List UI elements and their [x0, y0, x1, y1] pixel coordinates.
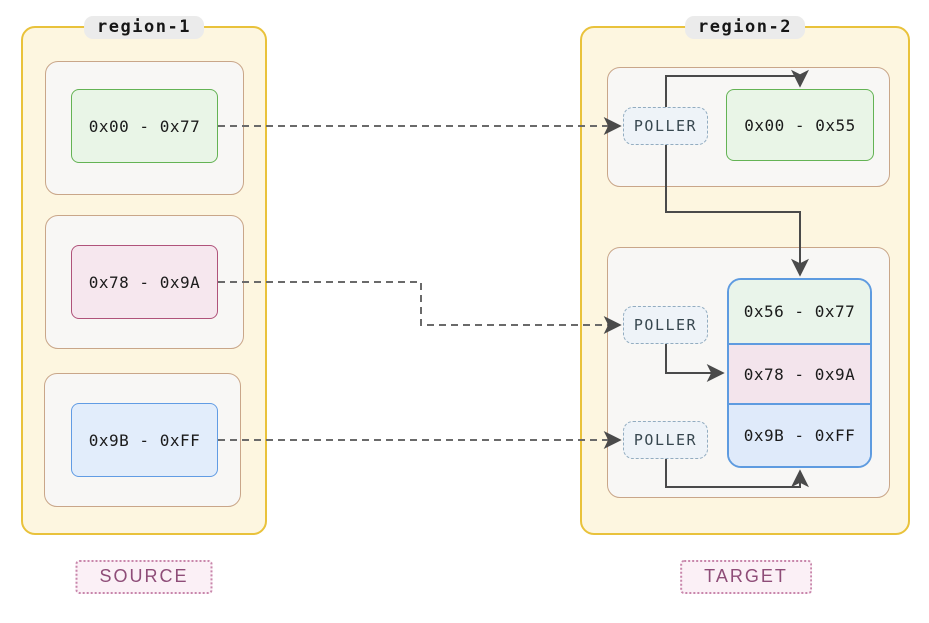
- dashed-arrow-block2-to-poller2: [218, 281, 622, 334]
- poller-node-3: POLLER: [623, 421, 708, 459]
- source-range-block-3: 0x9B - 0xFF: [71, 403, 218, 477]
- target-range-segment-3: 0x9B - 0xFF: [729, 403, 870, 466]
- region-1-label: region-1: [84, 16, 204, 39]
- source-range-block-1: 0x00 - 0x77: [71, 89, 218, 163]
- target-range-segment-2: 0x78 - 0x9A: [729, 343, 870, 403]
- target-stacked-ranges: 0x56 - 0x77 0x78 - 0x9A 0x9B - 0xFF: [727, 278, 872, 468]
- target-tag: TARGET: [680, 560, 812, 594]
- region-2-label: region-2: [685, 16, 805, 39]
- poller-node-1: POLLER: [623, 107, 708, 145]
- target-range-block-upper: 0x00 - 0x55: [726, 89, 874, 161]
- source-range-block-2: 0x78 - 0x9A: [71, 245, 218, 319]
- poller-node-2: POLLER: [623, 306, 708, 344]
- source-tag: SOURCE: [75, 560, 213, 594]
- target-range-segment-1: 0x56 - 0x77: [729, 280, 870, 343]
